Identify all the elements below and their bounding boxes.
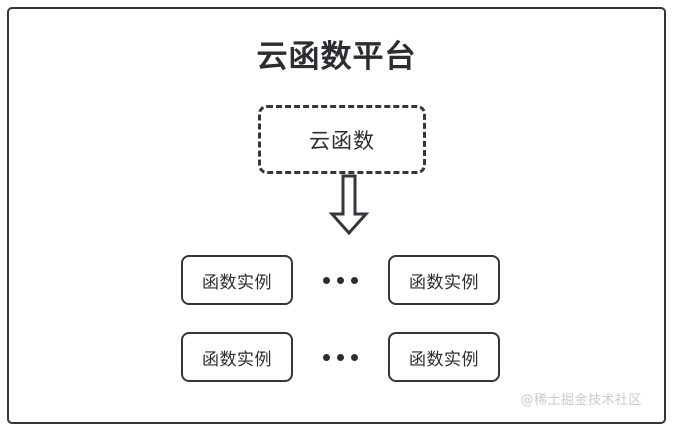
ellipsis-icon [323,255,358,305]
cloud-function-platform-container: 云函数平台 云函数 函数实例 函数实例 函数实例 [7,7,666,424]
ellipsis-icon [323,332,358,382]
function-instance-box: 函数实例 [181,332,293,382]
page-title: 云函数平台 [256,39,417,75]
function-instance-label: 函数实例 [409,272,479,293]
instance-row-1: 函数实例 函数实例 [181,255,500,305]
cloud-function-node: 云函数 [258,105,426,174]
ellipsis-dot [337,276,344,284]
instance-row-2: 函数实例 函数实例 [181,332,500,382]
function-instance-label: 函数实例 [202,349,272,370]
function-instance-label: 函数实例 [409,349,479,370]
ellipsis-dot [323,353,330,361]
function-instance-box: 函数实例 [388,332,500,382]
watermark: @稀土掘金技术社区 [520,393,642,408]
function-instance-box: 函数实例 [388,255,500,305]
function-instance-box: 函数实例 [181,255,293,305]
ellipsis-dot [337,353,344,361]
ellipsis-dot [323,276,330,284]
function-instance-label: 函数实例 [202,272,272,293]
cloud-function-label: 云函数 [309,128,375,153]
ellipsis-dot [351,276,358,284]
ellipsis-dot [351,353,358,361]
down-block-arrow-icon [326,174,372,236]
